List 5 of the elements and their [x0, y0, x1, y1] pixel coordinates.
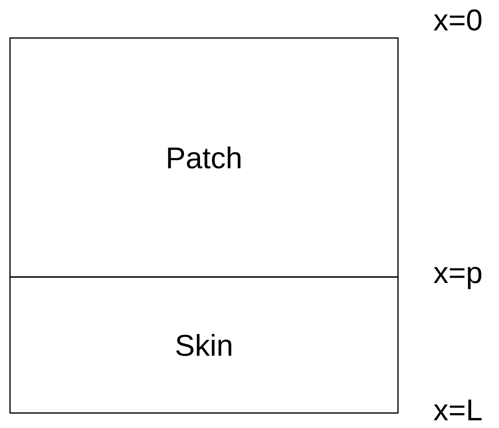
- position-label: x=L: [434, 400, 482, 420]
- position-label: x=p: [434, 266, 482, 290]
- layer-box: Patch: [9, 37, 399, 278]
- layer-box: Skin: [9, 276, 399, 414]
- position-label: x=0: [434, 9, 482, 31]
